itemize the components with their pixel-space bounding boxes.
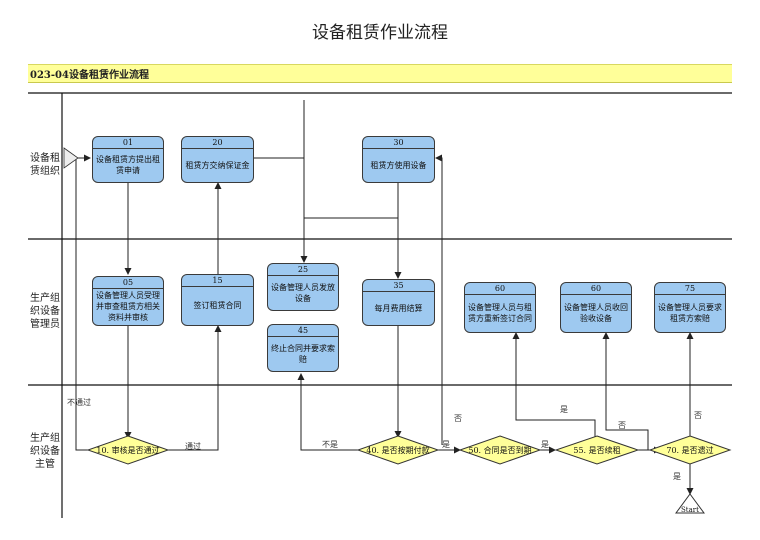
task-45[interactable]: 45 终止合同并要求索赔 [267,324,339,372]
banner-label: 023-04设备租赁作业流程 [30,70,149,81]
task-20[interactable]: 20 租赁方交纳保证金 [181,136,254,183]
lane-label-rental-org: 设备租赁组织 [30,153,60,177]
lane-label-equipment-admin: 生产组织设备管理员 [30,293,60,330]
task-number: 25 [268,264,338,276]
decision-50-label[interactable]: 50. 合同是否到期 [468,446,532,455]
edge-label-not-pass: 不通过 [67,398,91,407]
edge-label-yes-40: 是 [442,440,450,449]
task-number: 35 [363,280,434,292]
task-number: 15 [182,275,253,287]
task-label: 签订租赁合同 [193,301,242,310]
decision-70-shape [648,435,732,465]
edge-label-no-70: 否 [694,411,702,420]
start-shape [675,493,705,514]
task-60-recover[interactable]: 60 设备管理人员收回验收设备 [560,282,632,333]
task-number: 75 [655,283,725,295]
task-label: 设备管理人员与租赁方重新签订合同 [468,303,532,323]
task-25[interactable]: 25 设备管理人员发放设备 [267,263,339,311]
edge-label-no-50: 否 [454,414,462,423]
task-number: 05 [93,277,163,289]
task-number: 30 [363,137,434,149]
task-number: 01 [93,137,163,149]
edge-label-yes-70: 是 [673,472,681,481]
task-number: 60 [465,283,535,295]
process-banner: 023-04设备租赁作业流程 [28,64,732,83]
page-title: 设备租赁作业流程 [312,23,448,43]
decision-40-label[interactable]: 40. 是否按期付款 [366,446,430,455]
task-15[interactable]: 15 签订租赁合同 [181,274,254,326]
task-label: 每月费用结算 [374,303,423,313]
decision-70-label[interactable]: 70. 是否遗过 [666,446,714,455]
task-label: 设备管理人员收回验收设备 [564,303,628,323]
edge-label-yes-50: 是 [541,440,549,449]
task-number: 45 [268,325,338,337]
decision-55-label[interactable]: 55. 是否续租 [573,446,621,455]
decision-10-label[interactable]: 10. 审核是否通过 [96,446,160,455]
task-number: 60 [561,283,631,295]
edge-label-yes-55: 是 [560,405,568,414]
task-30[interactable]: 30 租赁方使用设备 [362,136,435,183]
task-60-renew[interactable]: 60 设备管理人员与租赁方重新签订合同 [464,282,536,333]
lane-label-equipment-supervisor: 生产组织设备主管 [30,433,60,470]
task-label: 设备管理人员受理并审查租赁方相关资料并审核 [96,291,160,322]
task-label: 租赁方交纳保证金 [185,160,250,170]
edge-label-no-55: 否 [618,421,626,430]
decision-55-shape [554,435,640,465]
task-label: 设备管理人员要求租赁方索赔 [658,303,722,323]
edge-label-no-40: 不是 [322,440,338,449]
task-01[interactable]: 01 设备租赁方提出租赁申请 [92,136,164,183]
task-label: 租赁方使用设备 [370,160,427,170]
decision-10-shape [86,435,170,465]
task-label: 终止合同并要求索赔 [271,343,335,364]
start-label: Start [681,506,699,514]
task-label: 设备租赁方提出租赁申请 [96,155,160,175]
task-label: 设备管理人员发放设备 [271,282,335,303]
edge-label-pass: 通过 [185,442,201,451]
decision-50-shape [458,435,542,465]
task-75[interactable]: 75 设备管理人员要求租赁方索赔 [654,282,726,333]
decision-40-shape [356,435,440,465]
task-35[interactable]: 35 每月费用结算 [362,279,435,326]
task-number: 20 [182,137,253,149]
task-05[interactable]: 05 设备管理人员受理并审查租赁方相关资料并审核 [92,276,164,326]
